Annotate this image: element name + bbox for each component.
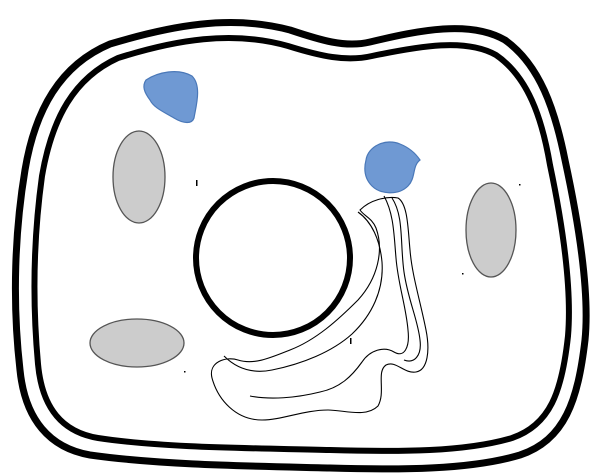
speck [196,180,198,186]
speck [462,273,464,275]
vacuole-oval-left-lower [90,319,184,367]
vacuole-oval-right [466,183,516,277]
nucleus [196,181,350,335]
speck [519,184,521,186]
speck [184,371,186,373]
vacuole-oval-left-upper [113,131,165,223]
speck [350,338,352,344]
